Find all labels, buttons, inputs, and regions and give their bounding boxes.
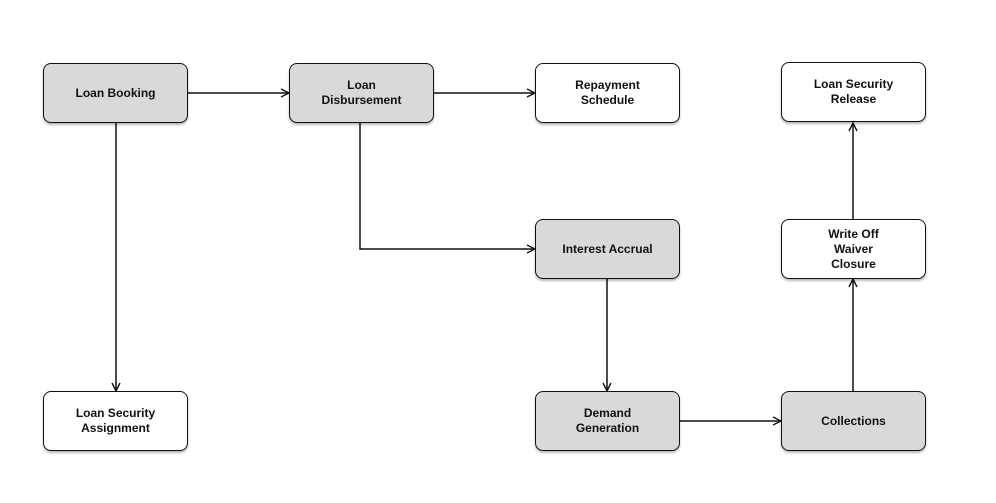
node-label-loan-booking: Loan Booking bbox=[75, 85, 156, 100]
node-loan-security-assignment: Loan Security Assignment bbox=[43, 391, 188, 451]
node-demand-generation: Demand Generation bbox=[535, 391, 680, 451]
node-loan-booking: Loan Booking bbox=[43, 63, 188, 123]
node-label-repayment-schedule: Repayment Schedule bbox=[575, 78, 640, 107]
node-repayment-schedule: Repayment Schedule bbox=[535, 63, 680, 123]
node-interest-accrual: Interest Accrual bbox=[535, 219, 680, 279]
node-label-interest-accrual: Interest Accrual bbox=[562, 241, 653, 256]
node-label-demand-generation: Demand Generation bbox=[575, 406, 640, 435]
node-collections: Collections bbox=[781, 391, 926, 451]
node-label-loan-disbursement: Loan Disbursement bbox=[321, 78, 402, 107]
node-label-collections: Collections bbox=[821, 413, 886, 428]
node-label-write-off-waiver-closure: Write Off Waiver Closure bbox=[828, 226, 879, 271]
node-label-loan-security-release: Loan Security Release bbox=[813, 77, 894, 106]
node-loan-security-release: Loan Security Release bbox=[781, 62, 926, 122]
node-write-off-waiver-closure: Write Off Waiver Closure bbox=[781, 219, 926, 279]
node-label-loan-security-assignment: Loan Security Assignment bbox=[75, 406, 156, 435]
node-loan-disbursement: Loan Disbursement bbox=[289, 63, 434, 123]
edge-loan-disbursement-to-interest-accrual bbox=[359, 123, 535, 249]
